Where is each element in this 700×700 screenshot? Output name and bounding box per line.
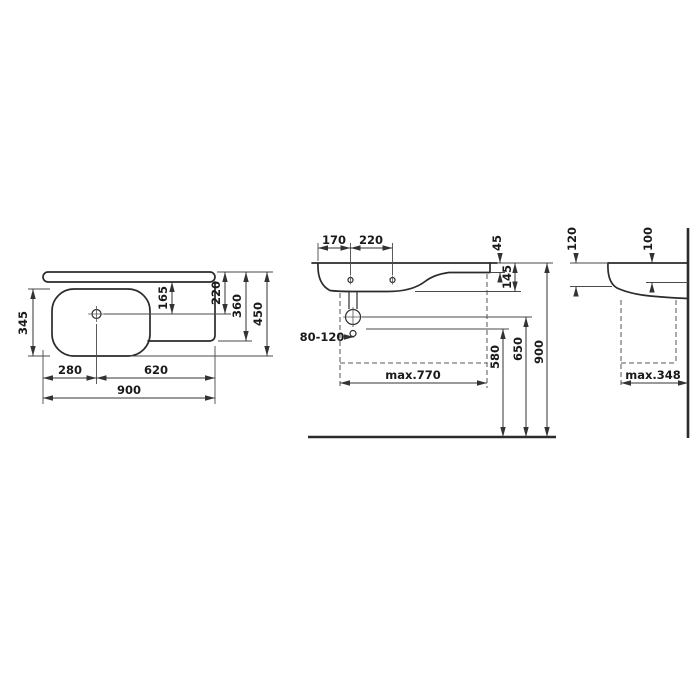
plan-dim-360: 360: [230, 294, 244, 318]
plan-dim-620: 620: [144, 363, 168, 377]
plan-dim-900: 900: [117, 383, 141, 397]
front-waste-pipe: [348, 291, 358, 309]
plan-dim-220: 220: [209, 281, 223, 305]
side-hidden-shroud: [620, 300, 677, 388]
front-ext-heights: [362, 316, 532, 330]
front-basin-profile: [317, 262, 491, 293]
front-dim-45: 45: [490, 235, 504, 251]
plan-dim-280: 280: [58, 363, 82, 377]
plan-back-ledge: [42, 271, 216, 283]
front-dim-220: 220: [359, 233, 383, 247]
plan-dimensions: 345 165 220 360 450 280 620 900: [16, 271, 273, 404]
front-dim-580: 580: [488, 345, 502, 369]
plan-tap-hole-centerlines: [88, 306, 105, 322]
plan-ext-right: [104, 271, 273, 357]
plan-dim-165: 165: [156, 286, 170, 310]
plan-shelf-outline: [147, 281, 216, 342]
front-dim-145: 145: [500, 265, 514, 289]
side-ext-120: [570, 262, 612, 287]
side-dim-100: 100: [641, 227, 655, 251]
side-basin-profile: [607, 262, 689, 300]
front-drain-centerlines: [343, 307, 363, 327]
front-dim-650: 650: [511, 337, 525, 361]
plan-bowl-outline: [51, 288, 151, 357]
front-tap-hole-ticks: [350, 275, 393, 285]
side-view: [607, 228, 690, 438]
plan-view: [42, 271, 216, 357]
plan-dim-345: 345: [16, 311, 30, 335]
front-dim-170: 170: [322, 233, 346, 247]
front-dim-max770: max.770: [385, 368, 441, 382]
side-dimensions: 120 100 max.348: [565, 227, 688, 386]
plan-dim-450: 450: [251, 302, 265, 326]
front-trap-connection: [349, 329, 357, 338]
front-hidden-shroud: [339, 274, 488, 388]
side-dim-max348: max.348: [625, 368, 681, 382]
plan-ext-345: [28, 288, 50, 357]
front-dim-900: 900: [532, 340, 546, 364]
front-dimensions: 170 220 45 145 80-120 max.770 580 650 90…: [300, 233, 553, 437]
side-dim-120: 120: [565, 227, 579, 251]
front-dim-80-120: 80-120: [300, 330, 345, 344]
front-view: [308, 262, 556, 439]
